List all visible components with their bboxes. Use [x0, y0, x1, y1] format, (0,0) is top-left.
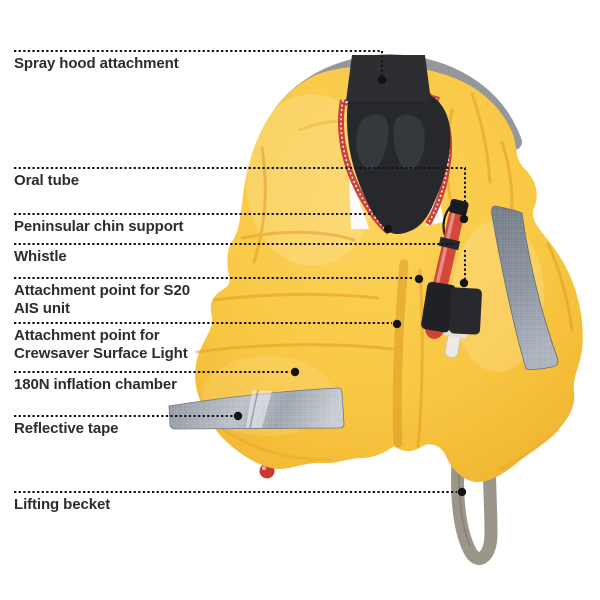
label-spray-hood-attachment: Spray hood attachment: [14, 55, 179, 72]
label-attachment-point-s20-ais: Attachment point for S20 AIS unit: [14, 282, 190, 317]
label-attachment-point-surface-light: Attachment point for Crewsaver Surface L…: [14, 327, 188, 362]
oral-tube-assembly: [421, 198, 482, 359]
velcro-strap-right: [449, 287, 482, 335]
reflective-tape-right: [491, 205, 559, 370]
label-180n-inflation-chamber: 180N inflation chamber: [14, 376, 177, 393]
spray-hood-attachment-strap: [346, 55, 431, 101]
leader-spray-hood-attachment: [14, 50, 387, 85]
leader-lines: [14, 50, 469, 497]
reflective-tape-left: [168, 387, 345, 430]
center-valley-shadow: [392, 259, 424, 448]
inflation-chamber-body: [195, 66, 583, 482]
label-whistle: Whistle: [14, 248, 67, 265]
leader-whistle: [14, 243, 469, 288]
leader-peninsular-chin-support: [14, 213, 393, 234]
leader-lifting-becket: [14, 487, 467, 497]
label-peninsular-chin-support: Peninsular chin support: [14, 218, 184, 235]
label-oral-tube: Oral tube: [14, 172, 79, 189]
leader-180n-inflation-chamber: [14, 367, 300, 377]
leader-attachment-point-surface-light: [14, 319, 402, 329]
leader-oral-tube: [14, 167, 469, 224]
label-lifting-becket: Lifting becket: [14, 496, 111, 513]
leader-attachment-point-s20-ais: [14, 274, 424, 284]
collar-chin-support: [346, 87, 451, 234]
velcro-strap-left: [421, 281, 456, 333]
label-reflective-tape: Reflective tape: [14, 420, 119, 437]
leader-reflective-tape: [14, 411, 243, 421]
